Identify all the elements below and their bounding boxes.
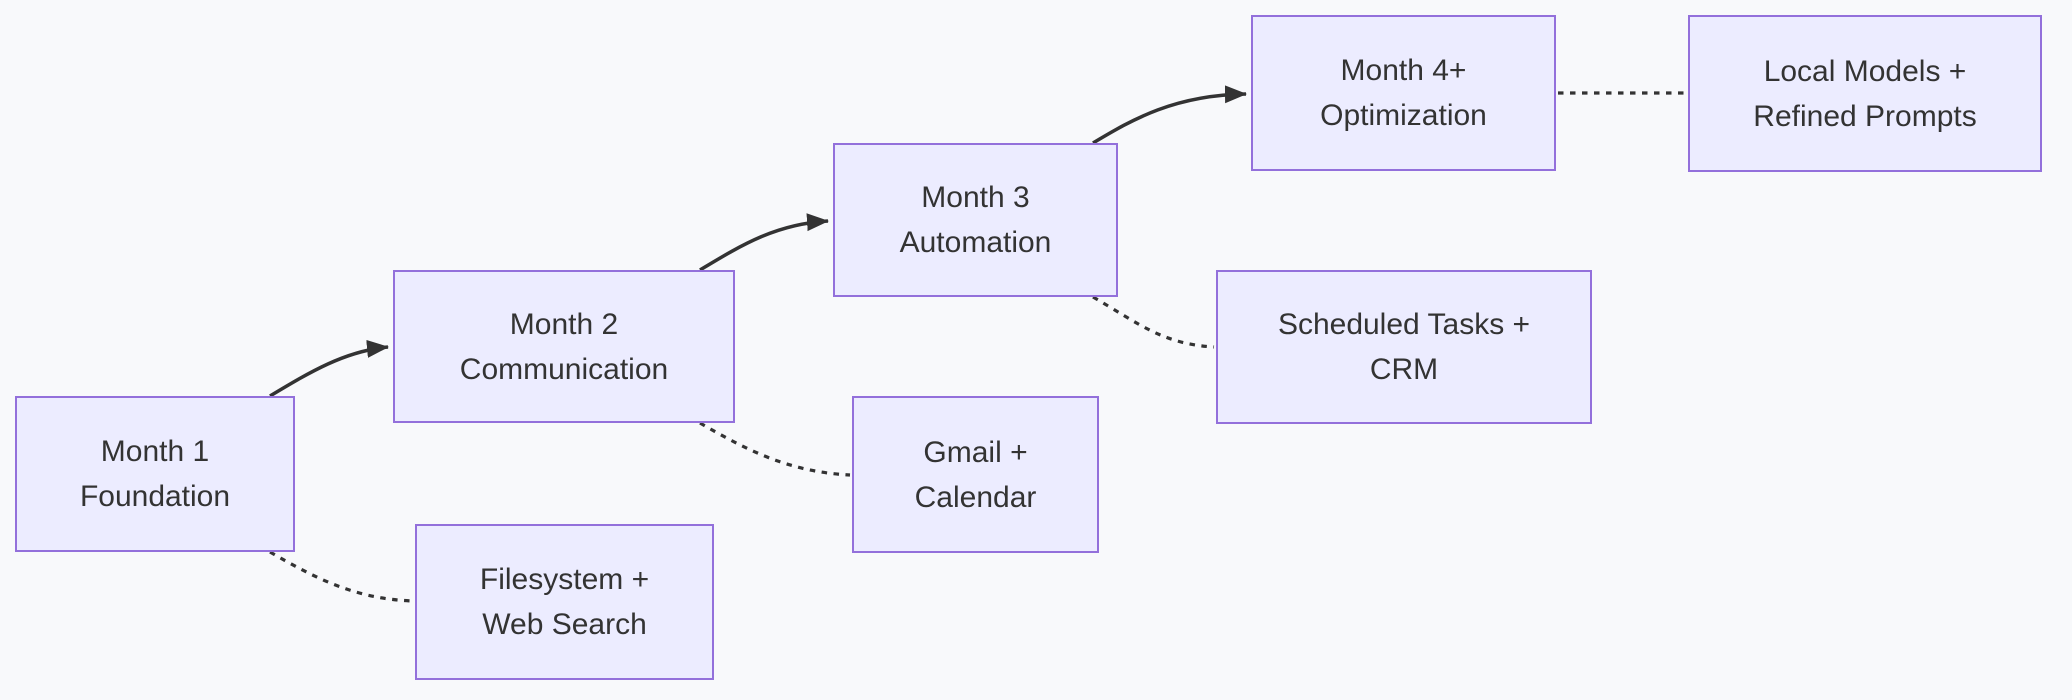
node-month-3-automation: Month 3 Automation (833, 143, 1118, 297)
node-label-line1: Month 4+ (1340, 54, 1467, 87)
node-label-line2: CRM (1369, 353, 1439, 386)
node-label-line1: Month 2 (509, 307, 619, 341)
edge-month2-to-gmail-dotted (699, 421, 851, 477)
node-label-line1: Month 1 (100, 435, 210, 468)
node-label-line2: Communication (459, 352, 669, 386)
edge-month2-to-month3-arrow (699, 213, 829, 272)
edge-month3-to-month4-arrow (1092, 85, 1247, 145)
node-label-line1: Month 3 (921, 181, 1030, 214)
edge-month1-to-filesystem-dotted (269, 550, 414, 603)
node-filesystem-web-search: Filesystem + Web Search (415, 524, 714, 680)
node-label-line1: Local Models + (1763, 54, 1967, 88)
node-label-line2: Calendar (914, 480, 1037, 514)
node-label-line1: Filesystem + (479, 563, 650, 596)
edge-month3-to-scheduled-dotted (1092, 295, 1215, 349)
node-gmail-calendar: Gmail + Calendar (852, 396, 1099, 553)
node-month-1-foundation: Month 1 Foundation (15, 396, 295, 552)
edge-month1-to-month2-arrow (269, 339, 389, 398)
node-month-4-optimization: Month 4+ Optimization (1251, 15, 1556, 171)
node-label-line2: Foundation (79, 480, 231, 513)
node-label-line1: Gmail + (923, 435, 1028, 469)
node-label-line2: Automation (899, 226, 1052, 259)
node-month-2-communication: Month 2 Communication (393, 270, 735, 423)
node-label-line2: Refined Prompts (1753, 99, 1977, 133)
node-label-line2: Optimization (1320, 99, 1487, 132)
node-local-models-refined-prompts: Local Models + Refined Prompts (1688, 15, 2042, 172)
node-scheduled-tasks-crm: Scheduled Tasks + CRM (1216, 270, 1592, 424)
node-label-line1: Scheduled Tasks + (1277, 308, 1531, 341)
node-label-line2: Web Search (482, 608, 647, 641)
